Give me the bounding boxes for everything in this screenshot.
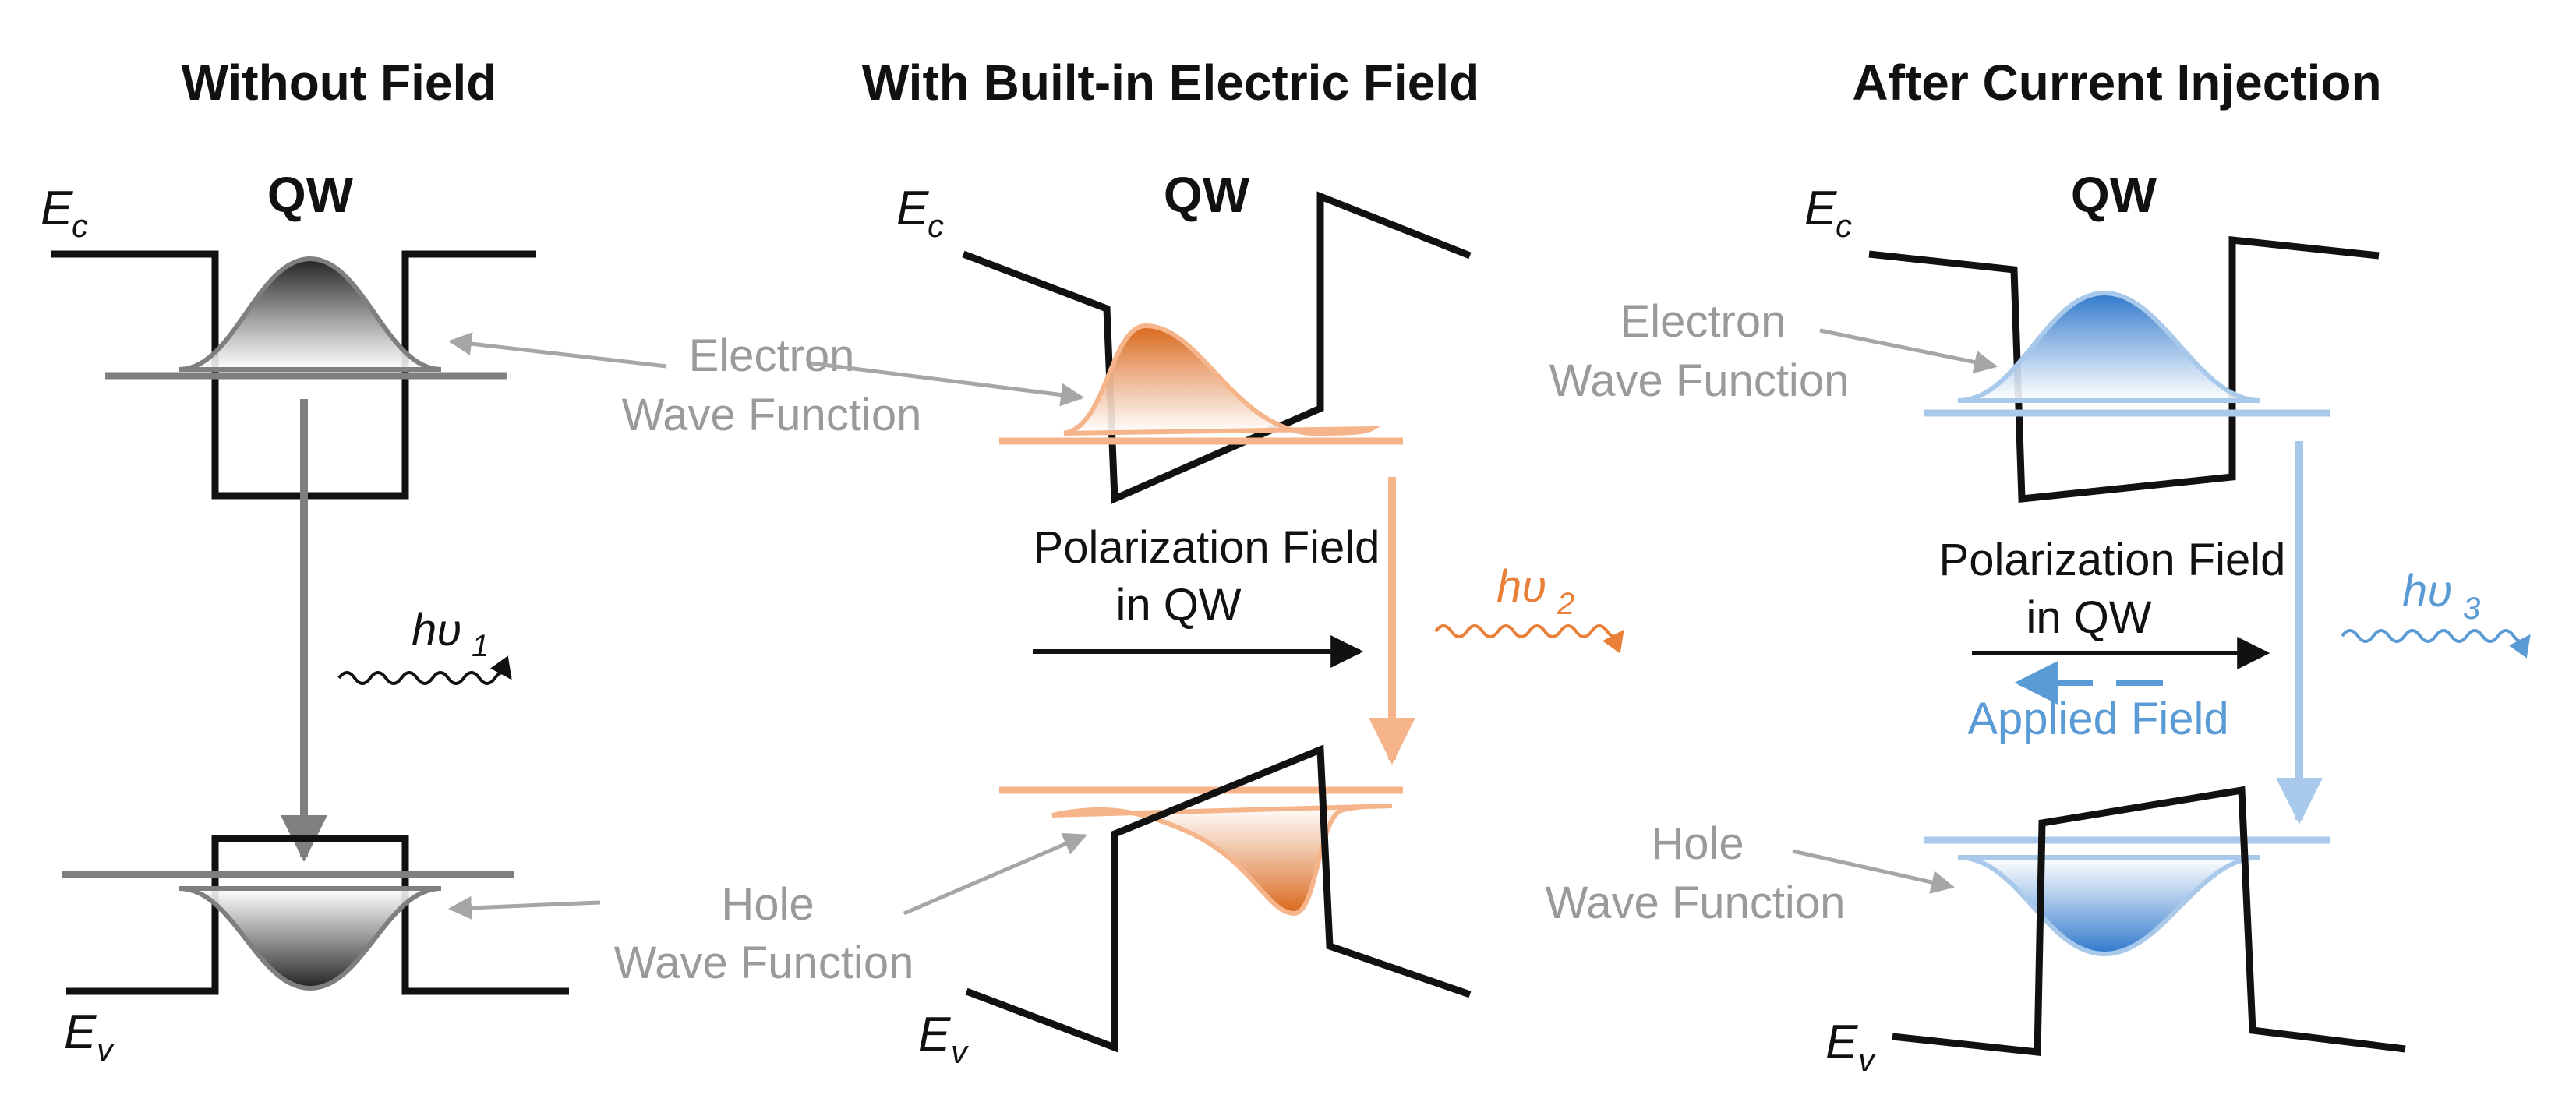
hole-annotation: Hole Wave Function — [448, 832, 1087, 988]
svg-text:Wave Function: Wave Function — [614, 938, 914, 988]
svg-text:Wave Function: Wave Function — [1546, 878, 1846, 928]
electron-annotation-right: Electron Wave Function — [1549, 296, 1998, 406]
svg-text:c: c — [72, 207, 88, 244]
svg-text:v: v — [951, 1033, 970, 1070]
svg-text:hυ: hυ — [1496, 561, 1546, 612]
electron-pointer-left — [448, 332, 667, 369]
hole-pointer-left — [448, 895, 601, 920]
hole-pointer — [1792, 849, 1955, 894]
svg-text:v: v — [97, 1031, 115, 1068]
ec-label: E c — [1804, 182, 1852, 244]
ec-label: E c — [41, 182, 88, 244]
panel-without-field: Without Field QW E c E v hυ 1 — [41, 55, 569, 1068]
ec-label: E c — [896, 182, 944, 244]
ev-label: E v — [1825, 1016, 1877, 1078]
hole-pointer-right — [903, 832, 1087, 916]
svg-text:1: 1 — [472, 629, 489, 663]
svg-text:E: E — [41, 182, 73, 235]
panel-title: With Built-in Electric Field — [862, 55, 1479, 111]
qw-label: QW — [2071, 167, 2157, 223]
svg-text:3: 3 — [2463, 592, 2480, 626]
hole-wave-function — [178, 886, 442, 991]
valence-band-edge — [965, 744, 1472, 1053]
hole-wave-function — [1957, 855, 2261, 957]
panel-after-current-injection: After Current Injection QW E c E v Elect… — [1546, 55, 2531, 1078]
svg-text:E: E — [64, 1005, 97, 1059]
hole-annotation-right: Hole Wave Function — [1546, 818, 1955, 928]
valence-band-edge — [66, 835, 569, 995]
electron-annotation: Electron Wave Function — [448, 330, 1084, 440]
svg-text:E: E — [896, 182, 929, 235]
field-label-line1: Polarization Field — [1939, 535, 2286, 585]
conduction-band-edge — [1868, 235, 2380, 503]
svg-text:Wave Function: Wave Function — [622, 390, 922, 440]
svg-text:hυ: hυ — [2402, 566, 2452, 616]
electron-wave-function — [1957, 290, 2261, 403]
svg-text:c: c — [928, 207, 944, 244]
ev-label: E v — [64, 1005, 115, 1068]
svg-text:c: c — [1836, 207, 1852, 244]
svg-text:v: v — [1858, 1041, 1877, 1078]
svg-text:Electron: Electron — [689, 330, 855, 381]
photon-label: hυ 3 — [2402, 566, 2480, 626]
applied-field-label: Applied Field — [1967, 694, 2228, 744]
svg-text:Wave Function: Wave Function — [1549, 355, 1850, 406]
electron-pointer-right — [810, 361, 1084, 407]
svg-text:hυ: hυ — [412, 605, 461, 655]
electron-wave-function — [1063, 323, 1381, 436]
qw-label: QW — [267, 167, 354, 223]
photon-label: hυ 1 — [412, 605, 489, 663]
panel-title: After Current Injection — [1852, 55, 2381, 111]
electron-wave-function — [178, 256, 442, 372]
ev-label: E v — [918, 1008, 970, 1070]
svg-text:E: E — [1804, 182, 1837, 235]
photon-wave — [1434, 624, 1624, 654]
svg-text:2: 2 — [1557, 587, 1574, 621]
hole-wave-function — [1051, 804, 1393, 917]
conduction-band-edge — [51, 250, 536, 500]
field-label-line2: in QW — [2026, 592, 2151, 643]
svg-text:Hole: Hole — [1651, 818, 1744, 869]
qw-label: QW — [1164, 167, 1250, 223]
field-label-line1: Polarization Field — [1034, 522, 1380, 573]
svg-text:Electron: Electron — [1620, 296, 1786, 347]
photon-wave — [337, 655, 512, 685]
valence-band-edge — [1892, 786, 2406, 1056]
svg-text:E: E — [1825, 1016, 1858, 1069]
photon-label: hυ 2 — [1496, 561, 1574, 621]
electron-pointer — [1819, 328, 1998, 374]
svg-text:E: E — [918, 1008, 951, 1061]
conduction-band-edge — [962, 191, 1472, 504]
photon-wave — [2341, 629, 2531, 659]
svg-text:Hole: Hole — [721, 879, 814, 930]
panel-title: Without Field — [182, 55, 497, 111]
field-label-line2: in QW — [1115, 580, 1241, 631]
panel-built-in-field: With Built-in Electric Field QW E c E v … — [862, 55, 1624, 1070]
